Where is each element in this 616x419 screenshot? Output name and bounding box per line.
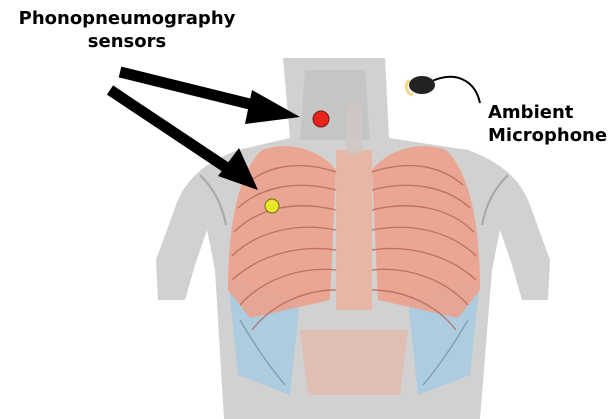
chest-sensor-dot: [265, 199, 279, 213]
sensors-label: Phonopneumography sensors: [0, 7, 254, 53]
sensors-label-line1: Phonopneumography: [0, 7, 254, 30]
microphone-label-line1: Ambient: [488, 101, 607, 124]
neck-sensor-dot: [313, 111, 329, 127]
microphone-label: Ambient Microphone: [488, 101, 607, 147]
microphone-icon: [406, 76, 480, 103]
microphone-label-line2: Microphone: [488, 124, 607, 147]
sensors-label-line2: sensors: [0, 30, 254, 53]
